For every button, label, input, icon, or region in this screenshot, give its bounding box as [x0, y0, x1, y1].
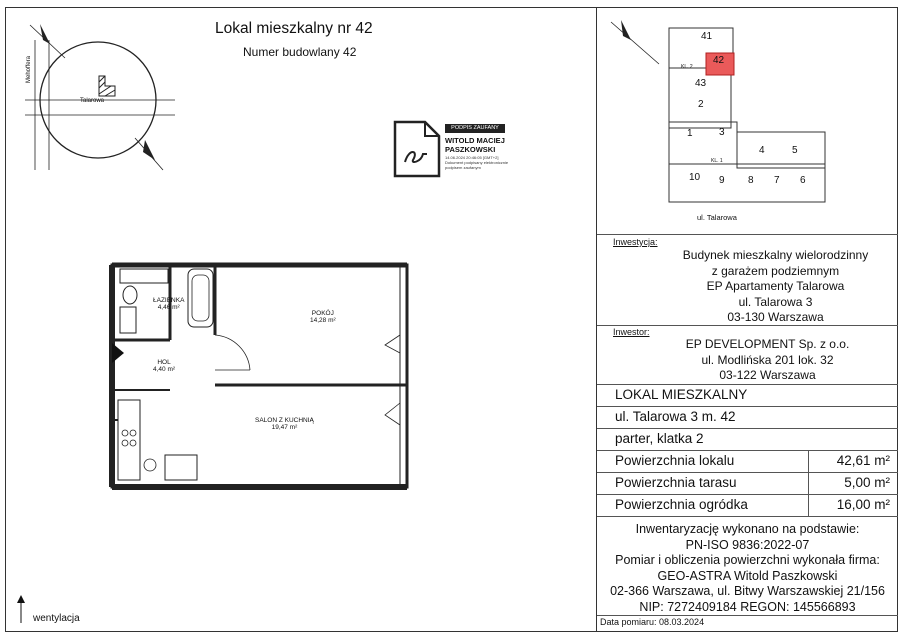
area-row-apartment: Powierzchnia lokalu 42,61 m² — [615, 453, 890, 468]
keyplan-unit-4: 4 — [759, 145, 765, 156]
key-plan — [610, 20, 826, 203]
room-hall: HOL 4,40 m² — [153, 359, 176, 373]
divider — [597, 406, 898, 407]
ventilation-label: wentylacja — [33, 613, 80, 624]
keyplan-stair-2: KL. 2 — [681, 64, 693, 70]
map-street-talarowa: Talarowa — [80, 98, 105, 104]
divider — [597, 428, 898, 429]
area-row-garden: Powierzchnia ogródka 16,00 m² — [615, 497, 890, 512]
investment-details: Budynek mieszkalny wielorodzinny z garaż… — [682, 248, 869, 324]
keyplan-unit-2: 2 — [698, 99, 704, 110]
location-map — [25, 24, 175, 171]
divider — [597, 516, 898, 517]
divider — [597, 472, 898, 473]
area-row-terrace: Powierzchnia tarasu 5,00 m² — [615, 475, 890, 490]
divider — [597, 615, 898, 616]
keyplan-unit-6: 6 — [800, 175, 806, 186]
keyplan-unit-42: 42 — [713, 55, 725, 66]
keyplan-stair-1: KL. 1 — [711, 158, 723, 164]
entrance-arrow-icon — [112, 343, 124, 363]
survey-date: Data pomiaru: 08.03.2024 — [600, 617, 705, 627]
unit-42-highlight — [705, 52, 735, 76]
sheet-frame — [5, 7, 898, 632]
surveyor-details: Inwentaryzację wykonano na podstawie: PN… — [610, 522, 885, 614]
keyplan-unit-3: 3 — [719, 127, 725, 138]
investment-label: Inwestycja: — [613, 237, 658, 247]
keyplan-unit-41: 41 — [701, 31, 713, 42]
table-column-divider — [808, 450, 809, 516]
floor-plan — [109, 262, 409, 490]
divider — [597, 494, 898, 495]
keyplan-unit-43: 43 — [695, 78, 707, 89]
unit-type-row: LOKAL MIESZKALNY — [615, 387, 748, 402]
room-living-kitchen: SALON Z KUCHNIĄ 19,47 m² — [255, 417, 314, 431]
room-bedroom: POKÓJ 14,28 m² — [310, 310, 336, 324]
keyplan-unit-7: 7 — [774, 175, 780, 186]
keyplan-street: ul. Talarowa — [697, 213, 737, 222]
investor-label: Inwestor: — [613, 327, 650, 337]
divider — [597, 325, 898, 326]
divider — [597, 384, 898, 385]
page-title: Lokal mieszkalny nr 42 — [215, 20, 373, 37]
signature-details: 14.06.2024 20:46:05 [GMT+2] Dokument pod… — [445, 155, 509, 170]
trusted-signature-badge: PODPIS ZAUFANY — [445, 124, 505, 133]
unit-floor-row: parter, klatka 2 — [615, 431, 704, 446]
document-signature-icon — [393, 120, 441, 178]
unit-address-row: ul. Talarowa 3 m. 42 — [615, 409, 736, 424]
page-subtitle: Numer budowlany 42 — [243, 45, 357, 59]
info-panel: 41 42 43 2 1 3 4 5 10 9 8 7 6 KL. 2 KL. … — [596, 7, 898, 632]
building-marker — [98, 75, 116, 97]
investor-details: EP DEVELOPMENT Sp. z o.o. ul. Modlińska … — [685, 337, 850, 382]
room-bathroom: ŁAZIENKA 4,46 m² — [153, 297, 185, 311]
keyplan-unit-5: 5 — [792, 145, 798, 156]
keyplan-unit-8: 8 — [748, 175, 754, 186]
divider — [597, 450, 898, 451]
keyplan-unit-9: 9 — [719, 175, 725, 186]
map-street-mehoffera: Mehoffera — [26, 56, 32, 83]
keyplan-unit-1: 1 — [687, 128, 693, 139]
signer-name: WITOLD MACIEJ PASZKOWSKI — [445, 136, 505, 154]
keyplan-unit-10: 10 — [689, 172, 701, 183]
ventilation-arrow-icon — [17, 595, 25, 623]
divider — [597, 234, 898, 235]
